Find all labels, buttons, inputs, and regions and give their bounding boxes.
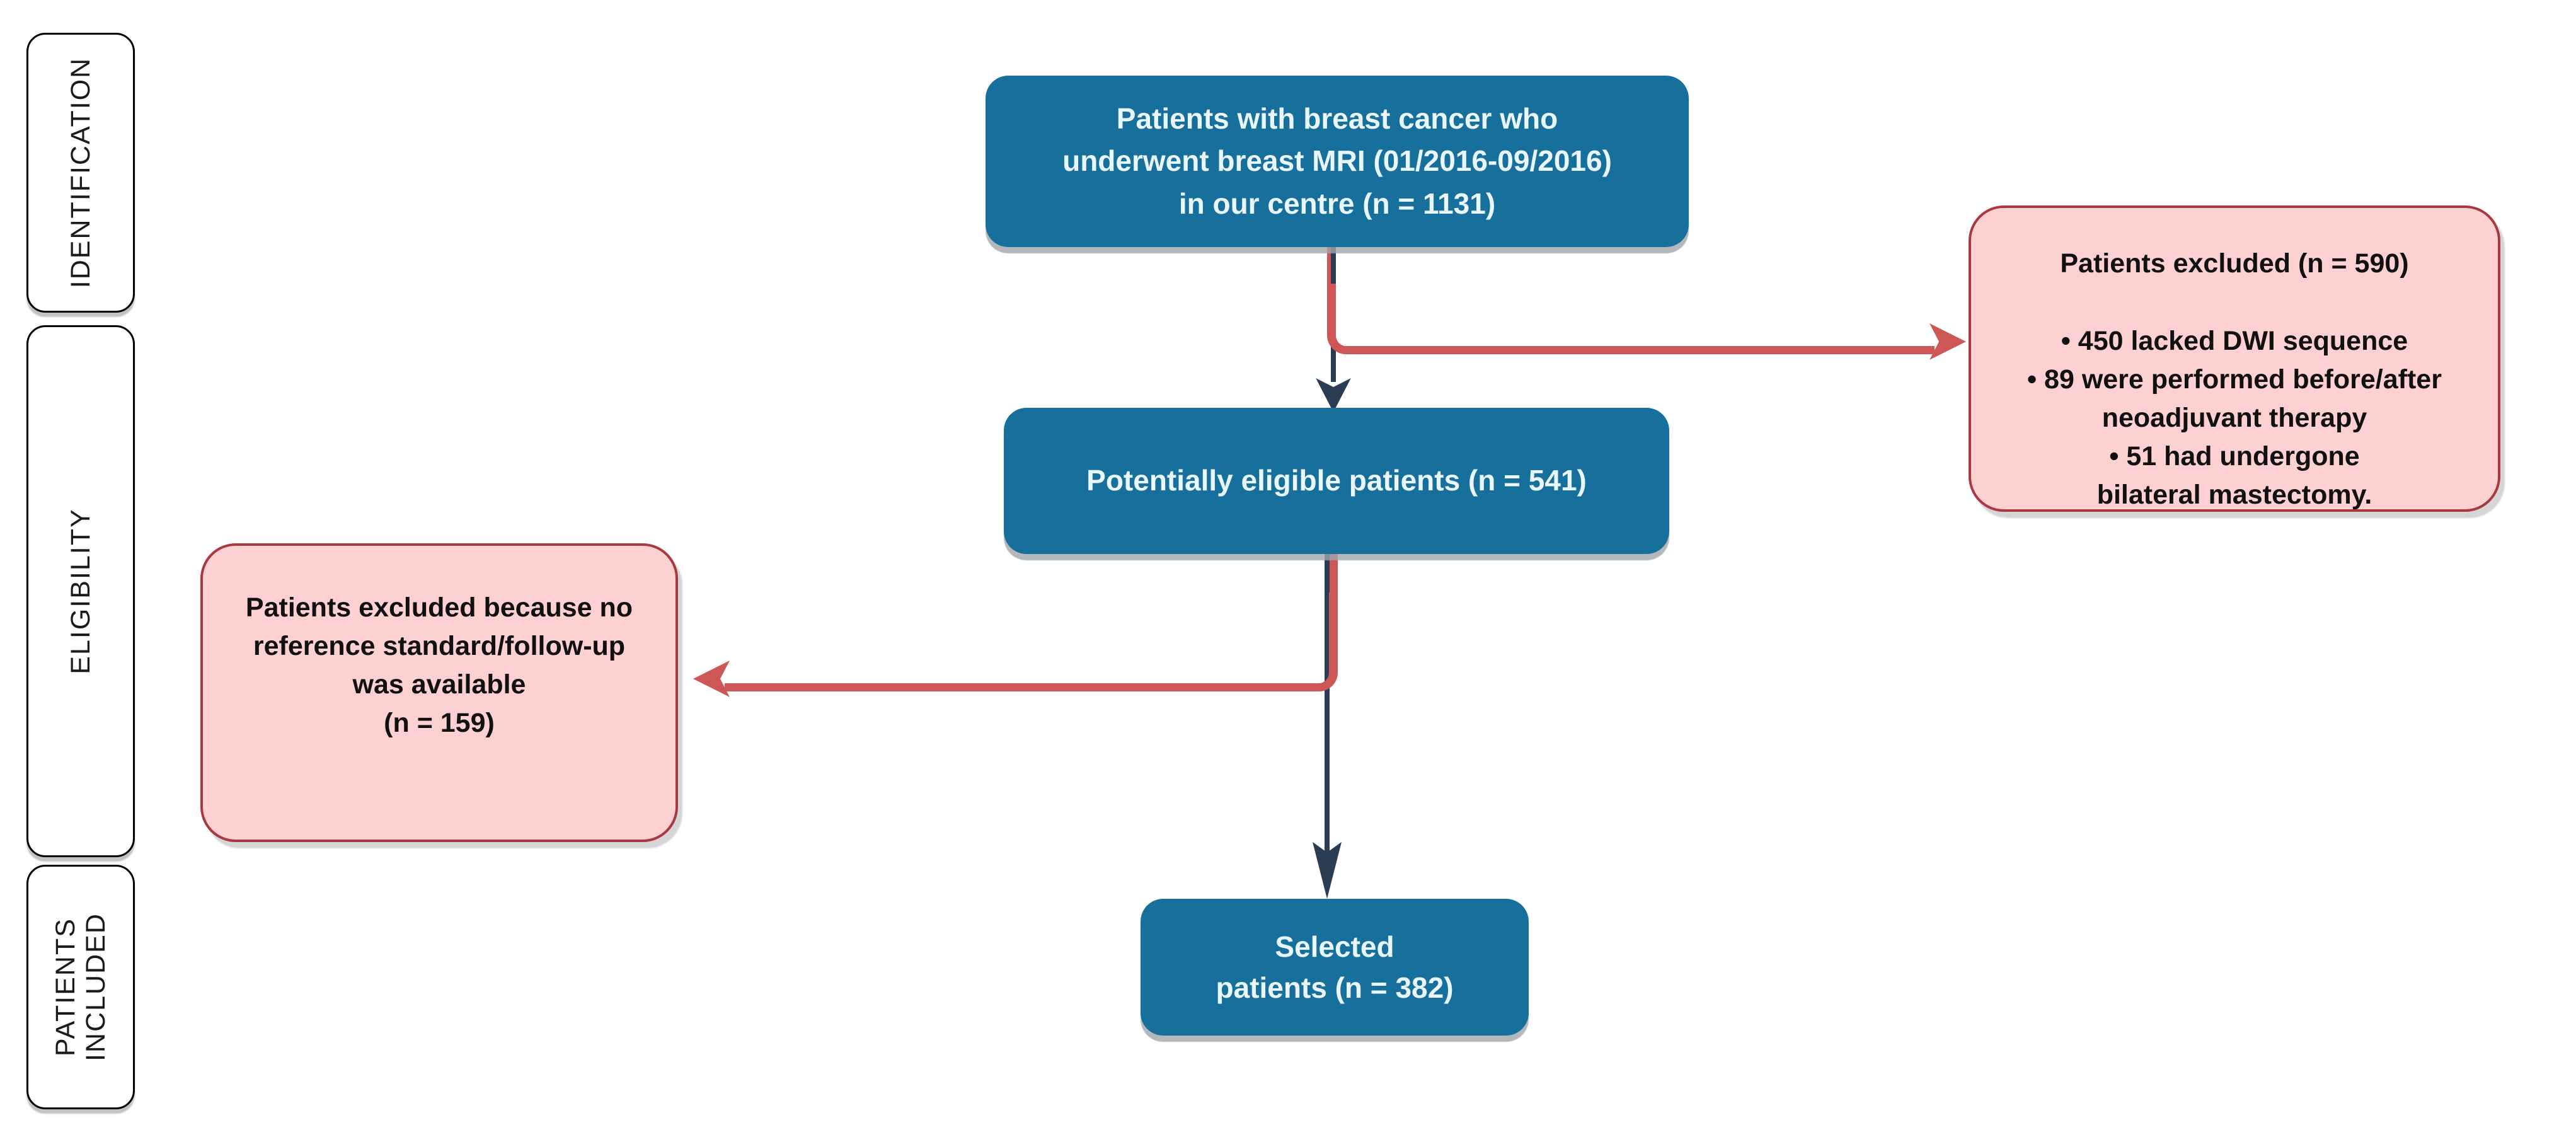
excluded-left-text-line: was available [352,669,526,700]
box-excluded-left: Patients excluded because no reference s… [200,543,678,842]
red-line-to-right-exclusion [1327,284,1935,354]
stage-label-eligibility: ELIGIBILITY [26,325,135,857]
text-line: underwent breast MRI (01/2016-09/2016) [1062,144,1612,178]
text-line: Patients with breast cancer who [1116,102,1558,136]
arrowhead-right-exclusion-icon [1929,323,1966,360]
arrowhead-down-eligible-icon [1316,378,1351,412]
arrow-line-eligible-to-selected [1325,554,1330,872]
excluded-left-text-line: (n = 159) [384,708,495,739]
stage-label-identification: IDENTIFICATION [26,33,135,313]
box-initial-patients: Patients with breast cancer who underwen… [986,76,1689,247]
excluded-right-bullet: • 450 lacked DWI sequence [2061,326,2408,357]
text-line: in our centre (n = 1131) [1178,187,1496,220]
excluded-right-bullet-continuation: neoadjuvant therapy [2102,403,2367,434]
spacer [1971,283,2498,322]
stage-label-identification-text: IDENTIFICATION [66,57,96,288]
text-line: patients (n = 382) [1216,971,1454,1004]
text-line: Potentially eligible patients (n = 541) [1086,464,1587,497]
excluded-right-bullet-continuation: bilateral mastectomy. [2096,480,2372,511]
excluded-right-bullet: • 89 were performed before/after [2027,364,2442,395]
box-excluded-right: Patients excluded (n = 590) • 450 lacked… [1969,205,2500,512]
box-eligible-patients-text: Potentially eligible patients (n = 541) [1086,459,1587,502]
excluded-right-bullet: • 51 had undergone [2109,441,2360,472]
text-line: Selected [1275,930,1394,964]
stage-label-text-line: ELIGIBILITY [65,508,96,674]
excluded-left-text-line: Patients excluded because no [245,592,633,623]
excluded-right-title: Patients excluded (n = 590) [2060,248,2409,279]
stage-label-text-line: INCLUDED [81,913,111,1061]
box-initial-patients-text: Patients with breast cancer who underwen… [1062,98,1612,224]
box-selected-patients-text: Selected patients (n = 382) [1216,927,1453,1008]
stage-label-text-line: IDENTIFICATION [65,57,96,289]
excluded-left-text-line: reference standard/follow-up [253,631,626,662]
stage-label-eligibility-text: ELIGIBILITY [66,508,96,674]
box-eligible-patients: Potentially eligible patients (n = 541) [1004,408,1669,554]
box-selected-patients: Selected patients (n = 382) [1141,899,1529,1036]
stage-label-text-line: PATIENTS [50,918,81,1056]
red-line-to-left-exclusion [725,592,1338,691]
stage-label-patients-included-text: PATIENTS INCLUDED [50,913,111,1061]
stage-label-patients-included: PATIENTS INCLUDED [26,865,135,1109]
